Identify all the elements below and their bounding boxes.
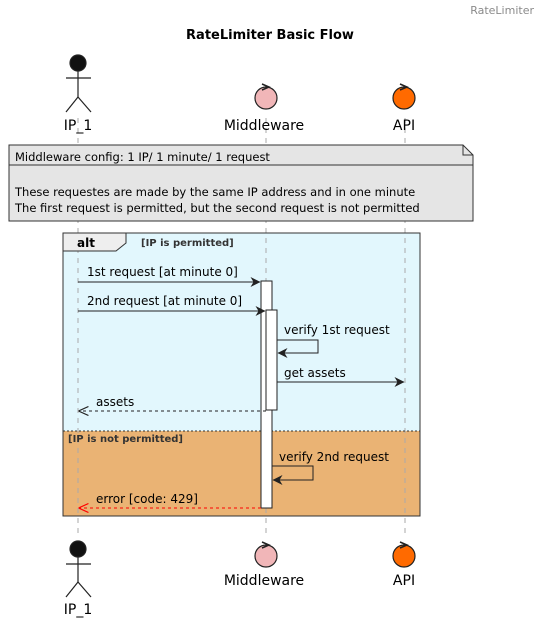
participant-label-api-bottom: API <box>393 573 415 589</box>
message-arrow-6 <box>272 465 314 485</box>
control-api-top-icon <box>392 83 416 110</box>
alt-frame <box>62 232 421 517</box>
actor-ip-top <box>65 54 92 113</box>
note-line-1: These requestes are made by the same IP … <box>14 185 415 199</box>
participant-label-ip-top: IP_1 <box>64 118 92 134</box>
control-middleware-top-icon <box>254 83 278 110</box>
participant-label-middleware-top: Middleware <box>224 118 304 134</box>
participant-label-api-top: API <box>393 118 415 134</box>
participant-label-middleware-bottom: Middleware <box>224 573 304 589</box>
diagram-title: RateLimiter Basic Flow <box>186 28 354 43</box>
message-label-6: verify 2nd request <box>279 450 389 464</box>
alt-guard-permitted: [IP is permitted] <box>141 238 234 249</box>
note-line-2: The first request is permitted, but the … <box>14 201 420 215</box>
participant-label-ip-bottom: IP_1 <box>64 602 92 618</box>
alt-region-not-permitted <box>63 431 420 516</box>
message-label-3: verify 1st request <box>284 323 390 337</box>
alt-guard-not-permitted: [IP is not permitted] <box>68 434 183 445</box>
message-label-1: 1st request [at minute 0] <box>87 265 238 279</box>
alt-keyword: alt <box>77 236 95 250</box>
message-label-5: assets <box>96 395 134 409</box>
message-arrow-3 <box>277 339 319 358</box>
message-label-2: 2nd request [at minute 0] <box>87 294 242 308</box>
control-api-bottom-icon <box>392 541 416 568</box>
alt-region-permitted <box>63 233 420 431</box>
actor-ip-bottom <box>65 540 92 598</box>
message-label-7: error [code: 429] <box>96 492 198 506</box>
activation-inner <box>265 309 278 411</box>
diagram-header: RateLimiter <box>470 4 534 17</box>
alt-keyword-tab <box>62 232 127 252</box>
config-note <box>8 144 474 222</box>
config-note-fold <box>462 145 473 156</box>
note-title: Middleware config: 1 IP/ 1 minute/ 1 req… <box>15 150 270 164</box>
control-middleware-bottom-icon <box>254 541 278 568</box>
message-label-4: get assets <box>284 366 346 380</box>
